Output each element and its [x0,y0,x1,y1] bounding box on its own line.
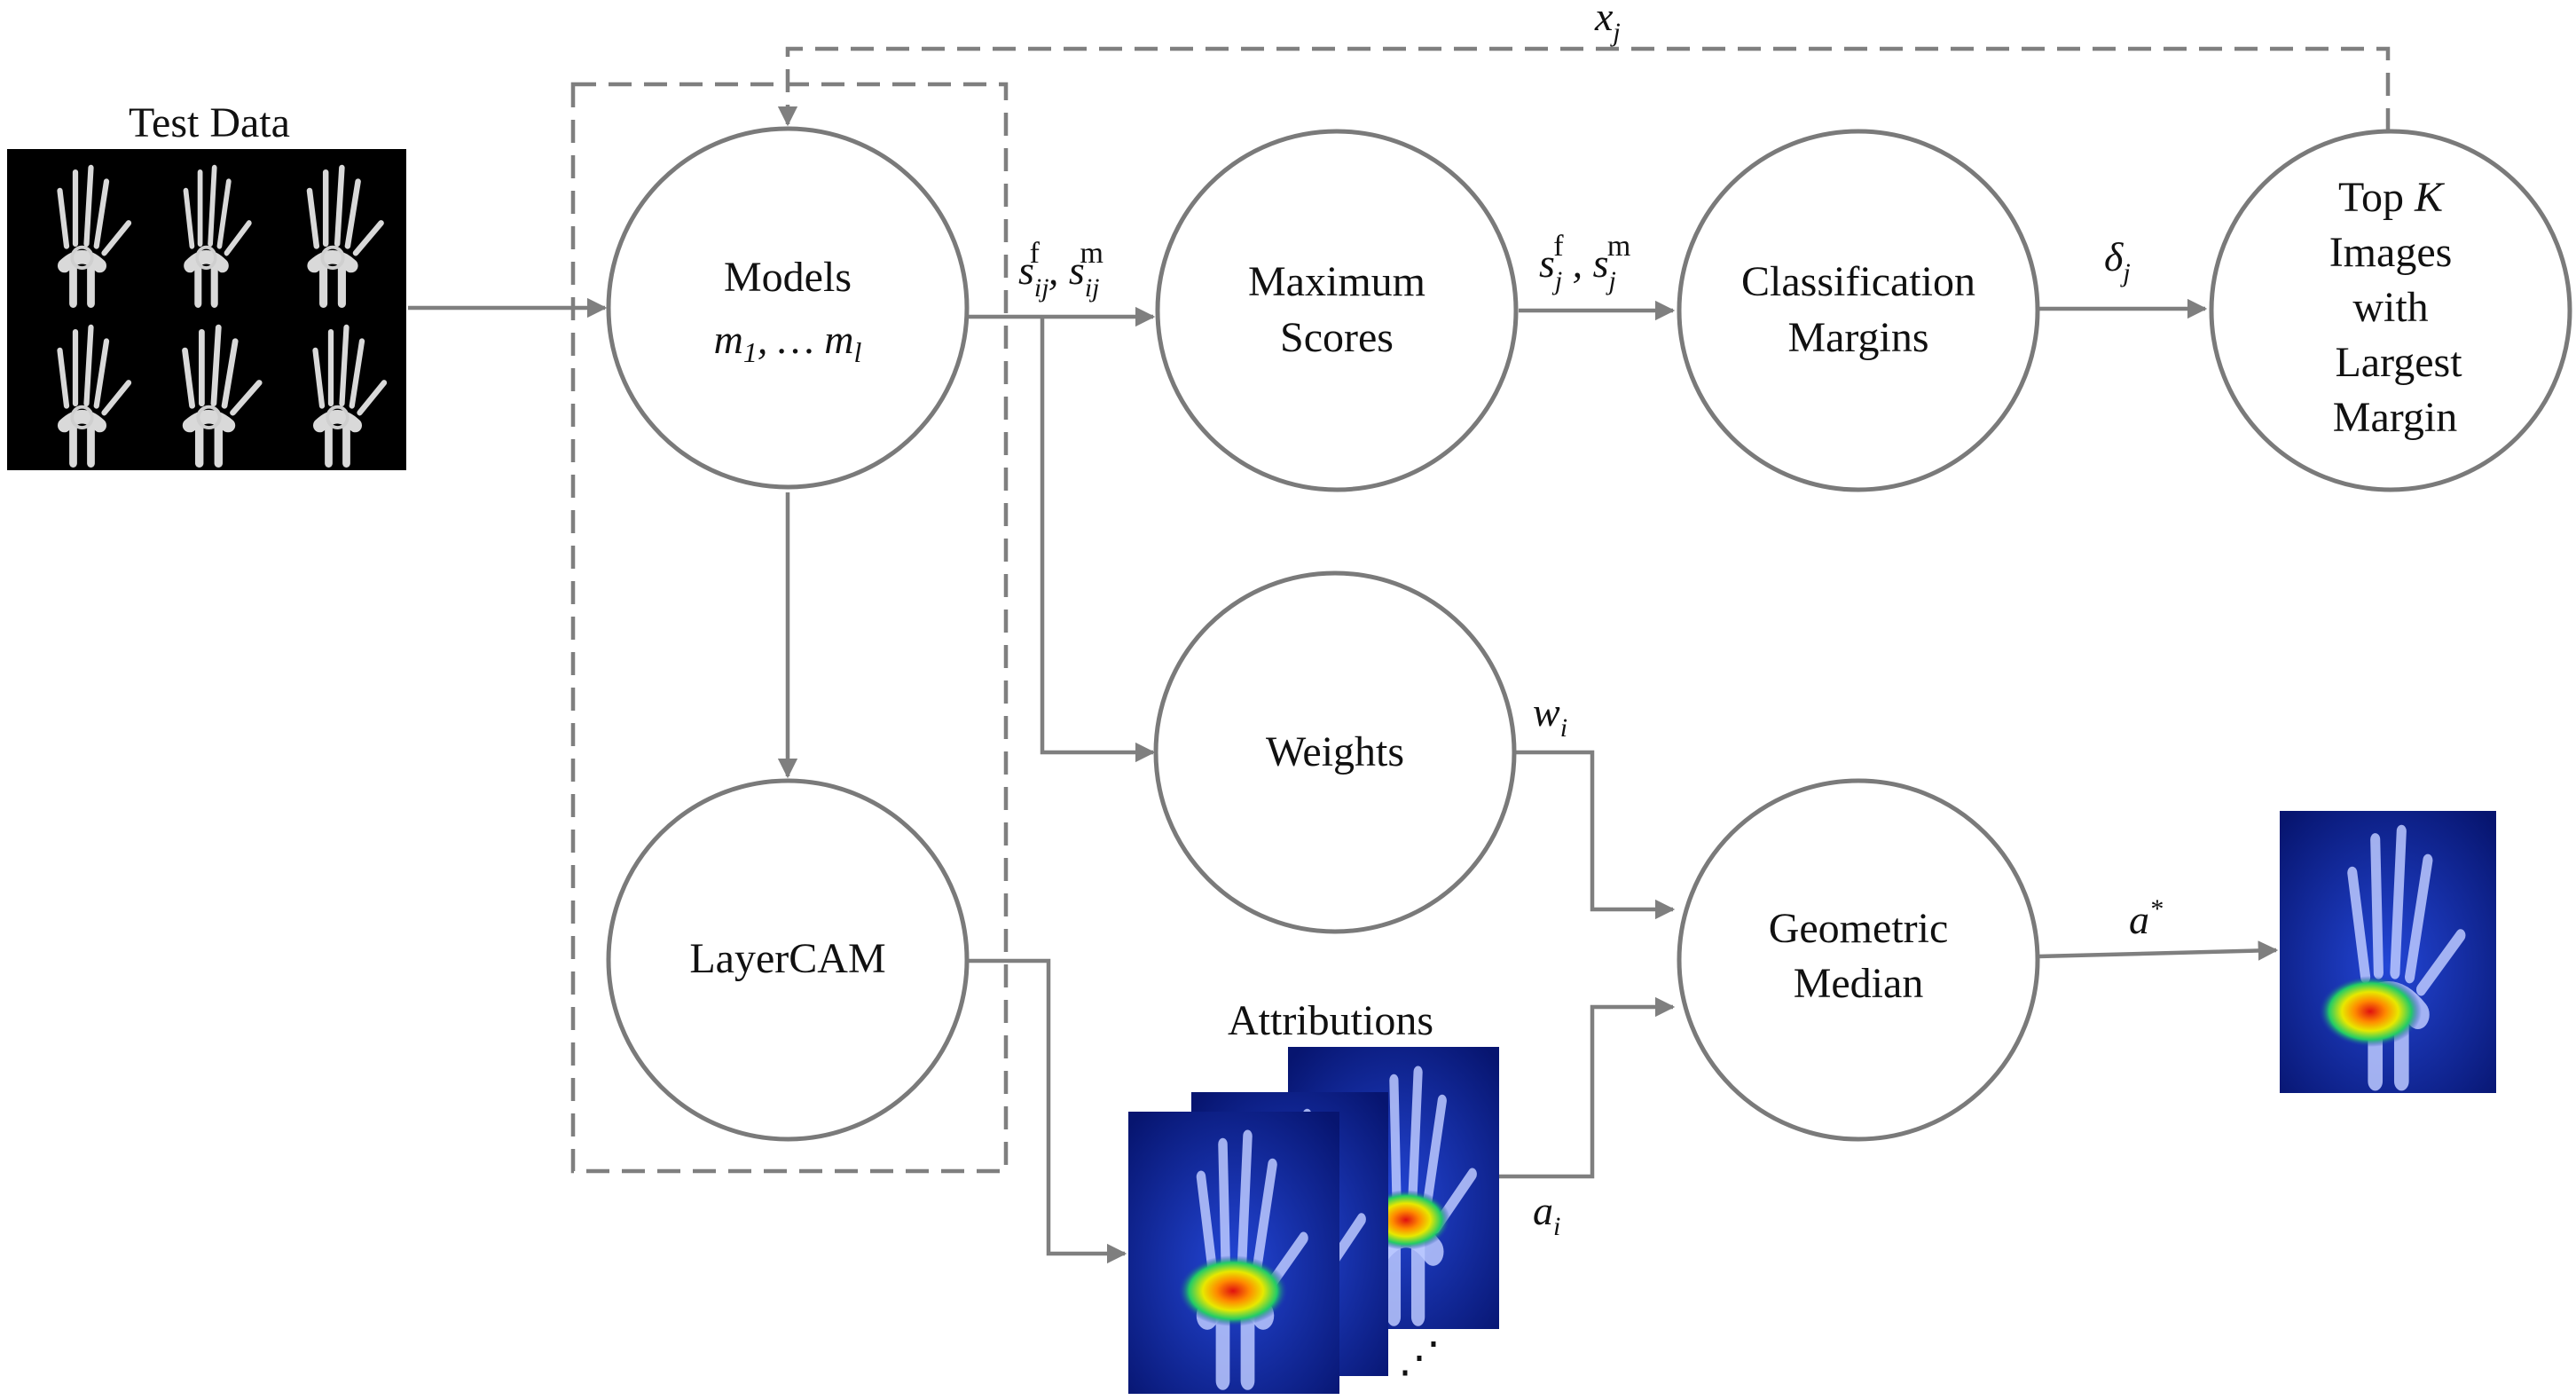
top-k-line2: Images [2329,229,2453,276]
edge-layercam-attributions [967,958,1127,1264]
classification-margins-line2: Margins [1787,314,1928,361]
output-heatmap-image [2280,811,2496,1093]
edge-label-s-j: sjf, sjm [1539,230,1630,295]
weights-label: Weights [1266,728,1404,775]
edge-label-a-i: ai [1533,1188,1560,1241]
maximum-scores-line1: Maximum [1248,258,1425,305]
edge-attributions-median [1499,996,1676,1179]
edge-label-s-ij: sijf, sijm [1018,237,1103,303]
node-top-k: Top K Images with Largest Margin [2209,129,2572,492]
node-weights: Weights [1153,570,1517,934]
edge-topk-models-feedback [777,46,2391,131]
test-data-image: Test Data [7,99,406,470]
top-k-line1: Top K [2338,174,2446,221]
node-classification-margins: Classification Margins [1677,129,2040,492]
edge-weights-median [1515,750,1676,920]
edge-label-delta-j: δj [2104,234,2131,287]
attribution-map-front [1128,1112,1339,1394]
layercam-label: LayerCAM [689,935,885,982]
maximum-scores-line2: Scores [1280,314,1394,361]
edge-median-output [2038,940,2279,961]
top-k-line4: Largest [2335,339,2462,386]
edge-models-weights [1040,317,1156,763]
node-geometric-median: Geometric Median [1677,778,2040,1142]
top-k-line5: Margin [2333,394,2457,441]
models-label: Models [724,254,852,301]
geometric-median-line2: Median [1794,960,1924,1007]
attributions-stack: Attributions ⋰ [1128,997,1499,1394]
edge-label-x-j: xj [1594,0,1621,47]
top-k-line3: with [2352,284,2428,331]
node-maximum-scores: Maximum Scores [1155,129,1519,492]
edges [408,46,2391,1264]
edge-label-a-star: a* [2129,894,2163,942]
attributions-continuation: ⋰ [1398,1334,1441,1381]
edge-label-w-i: wi [1533,689,1567,743]
classification-margins-line1: Classification [1741,258,1975,305]
geometric-median-line1: Geometric [1769,905,1949,952]
models-subscript-label: m1, … ml [714,317,862,368]
test-data-caption: Test Data [129,99,290,146]
node-models: Models m1, … ml [606,126,970,490]
attributions-caption: Attributions [1228,997,1433,1044]
node-layercam: LayerCAM [606,778,970,1142]
